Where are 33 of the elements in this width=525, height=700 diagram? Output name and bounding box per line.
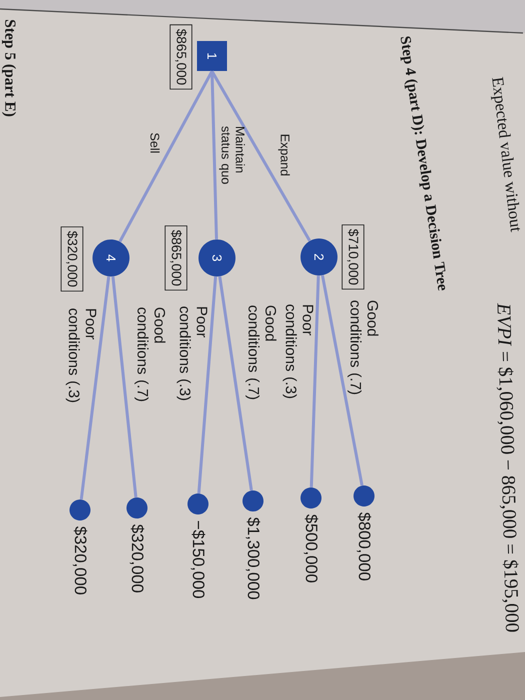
branch-line [118, 70, 214, 242]
payoff-label: $1,300,000 [246, 517, 260, 600]
decision-square: 1 [197, 41, 227, 71]
edge-label: Good conditions (.7) [134, 308, 166, 402]
value-box: $710,000 [342, 224, 364, 290]
edge-label: Poor conditions (.3) [282, 304, 314, 398]
equation: EVPI = $1,060,000 − 865,000 = $195,000 [496, 303, 519, 632]
branch-line [111, 276, 138, 498]
branch-line [218, 276, 253, 491]
value-box: $320,000 [60, 226, 84, 292]
value-box: $865,000 [164, 225, 188, 291]
edge-label: Poor conditions (.3) [176, 306, 208, 400]
payoff-label: $500,000 [304, 514, 318, 582]
branch-line [320, 275, 364, 486]
branch-line [80, 276, 110, 500]
branch-line [310, 276, 320, 488]
edge-label: Sell [150, 133, 160, 153]
edge-label: Maintain status quo [219, 126, 245, 184]
payoff-label: $320,000 [72, 526, 88, 594]
edge-label: Good conditions (.7) [348, 300, 378, 394]
edge-label: Good conditions (.7) [246, 306, 276, 400]
payoff-label: $320,000 [130, 524, 144, 592]
branch-line [210, 70, 311, 242]
payoff-label: −$150,000 [190, 521, 206, 598]
section-heading: Step 5 (part E) [2, 20, 16, 116]
branch-line [197, 276, 218, 494]
edge-label: Poor conditions (.3) [66, 308, 96, 402]
edge-label: Expand [278, 134, 290, 176]
value-box: $865,000 [170, 24, 192, 90]
payoff-label: $800,000 [356, 512, 372, 580]
branch-line [210, 71, 218, 240]
body-text: Expected value without [490, 76, 520, 232]
section-heading: Step 4 (part D): Develop a Decision Tree [400, 36, 446, 291]
